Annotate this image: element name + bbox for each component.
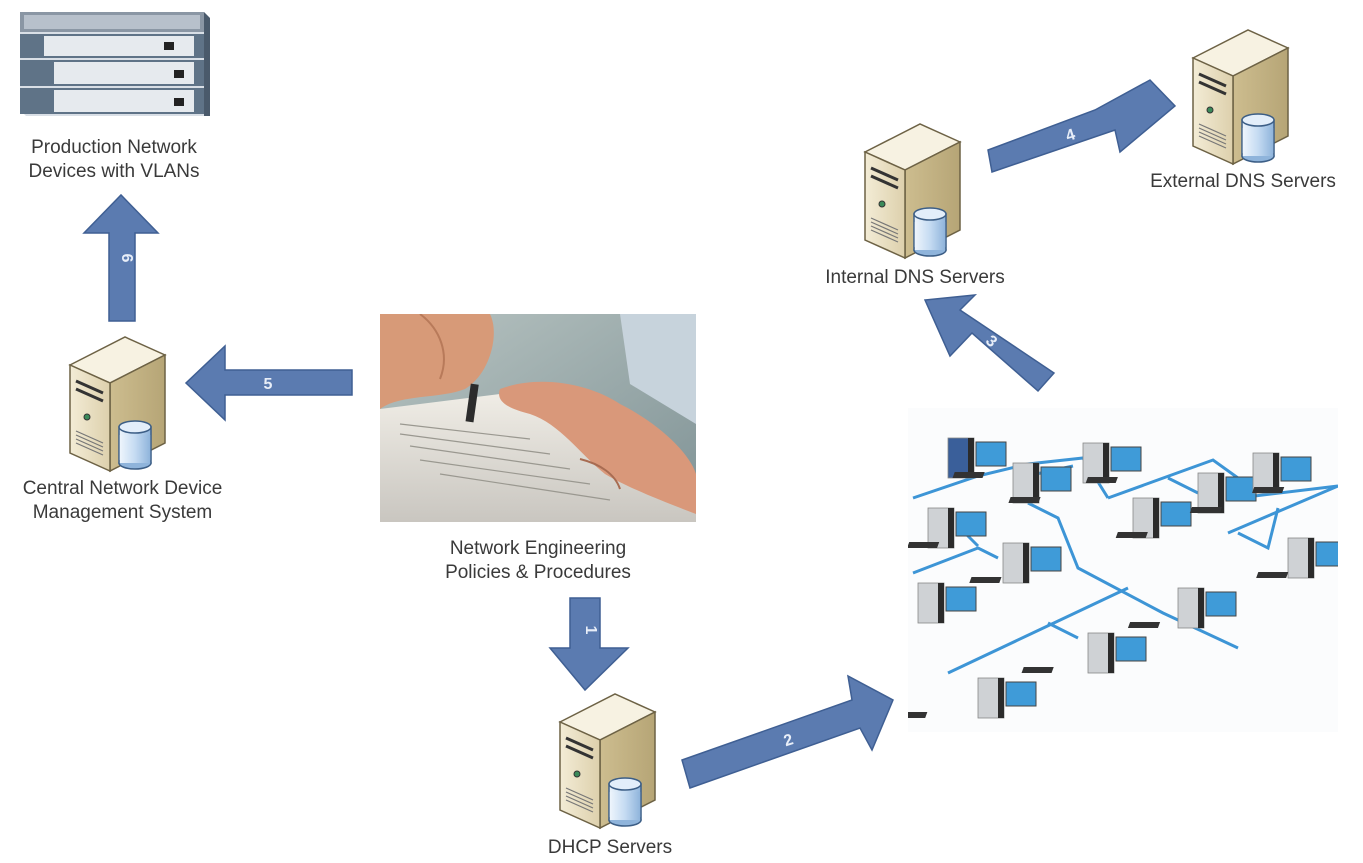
production-devices-label-line2: Devices with VLANs xyxy=(28,161,200,182)
client-pc-icon xyxy=(1256,537,1347,579)
router-stack-icon xyxy=(20,12,210,116)
client-pc-icon xyxy=(969,542,1062,584)
client-pc-icon xyxy=(1115,497,1192,539)
client-pc-icon xyxy=(1252,452,1312,494)
policies-label: Network Engineering Policies & Procedure… xyxy=(380,537,696,585)
arrow-2: 2 xyxy=(681,674,894,789)
policies-label-line2: Policies & Procedures xyxy=(445,562,631,583)
policies-label-line1: Network Engineering xyxy=(449,538,627,559)
production-devices-label: Production Network Devices with VLANs xyxy=(14,136,214,184)
arrow-5: 5 xyxy=(184,344,353,422)
policies-photo xyxy=(380,313,696,522)
production-devices-label-line1: Production Network xyxy=(31,137,197,158)
arrow-4: 4 xyxy=(987,79,1177,173)
external-dns-label: External DNS Servers xyxy=(1150,171,1336,192)
arrow-1-number: 1 xyxy=(582,626,599,635)
dhcp-label: DHCP Servers xyxy=(547,837,673,858)
arrow-1: 1 xyxy=(548,597,630,692)
document-signing-photo xyxy=(380,313,696,522)
internal-dns-label: Internal DNS Servers xyxy=(825,267,1005,288)
central-mgmt-label-line1: Central Network Device xyxy=(22,478,223,499)
arrow-6-number: 6 xyxy=(118,254,135,263)
central-mgmt-label: Central Network Device Management System xyxy=(0,477,245,525)
network-clients-icon xyxy=(869,408,1347,732)
client-pc-icon xyxy=(947,437,1007,479)
arrow-6: 6 xyxy=(82,193,160,322)
client-pc-icon xyxy=(1082,442,1142,484)
client-pc-icon xyxy=(1021,632,1147,674)
client-pc-icon xyxy=(1008,462,1072,504)
arrow-3: 3 xyxy=(923,294,1056,393)
client-pc-icon xyxy=(1127,587,1237,629)
production-devices-node xyxy=(14,4,214,124)
client-pc-icon xyxy=(907,507,987,549)
client-network-node xyxy=(869,408,1347,732)
client-pc-icon xyxy=(1189,472,1257,514)
central-mgmt-label-line2: Management System xyxy=(32,502,213,523)
arrow-5-number: 5 xyxy=(264,376,273,393)
